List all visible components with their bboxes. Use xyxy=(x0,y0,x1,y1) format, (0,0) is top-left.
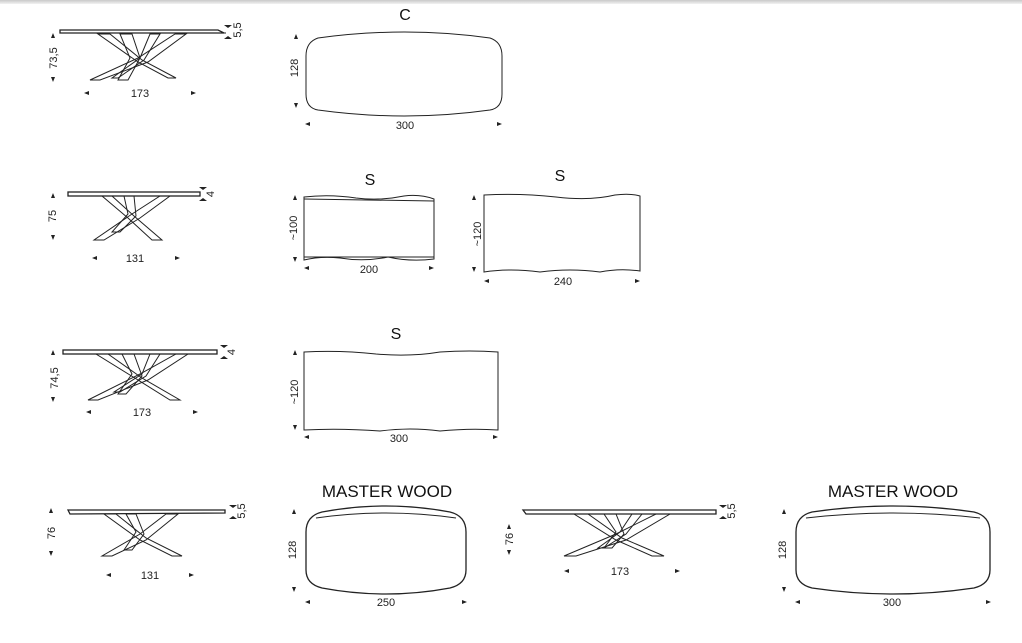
row3-top-length-label: 300 xyxy=(390,433,408,445)
row4-base-label-2: 173 xyxy=(611,566,629,578)
row2-top2-width-label: ~120 xyxy=(472,222,484,247)
row3-top-width-label: ~120 xyxy=(289,380,301,405)
row2-thickness-label: 4 xyxy=(205,191,217,197)
row4-top-view-2: 128 300 xyxy=(777,505,991,609)
row4-top2-length-label: 300 xyxy=(883,597,901,609)
row4-shape-label-1: MASTER WOOD xyxy=(322,482,452,501)
row3-shape-label: S xyxy=(391,326,402,343)
top-gradient-bar xyxy=(0,0,1022,4)
row1-top-width-label: 128 xyxy=(289,59,301,77)
row2-top2-length-label: 240 xyxy=(554,276,572,288)
row1-top-view: 128 300 xyxy=(289,31,503,132)
row4-thickness-label-2: 5,5 xyxy=(726,503,738,518)
row3-side-view: 74,5 4 173 xyxy=(49,345,238,419)
row2-top1-length-label: 200 xyxy=(360,264,378,276)
row4-base-label-1: 131 xyxy=(141,570,159,582)
row4-top2-width-label: 128 xyxy=(777,541,789,559)
row2-height-label: 75 xyxy=(47,210,59,222)
row4-side-view-1: 76 5,5 131 xyxy=(46,503,248,582)
row1-shape-label: C xyxy=(399,7,411,24)
row1-side-view: 73,5 5,5 173 xyxy=(48,22,244,100)
row2-top1-width-label: ~100 xyxy=(288,216,300,241)
row4-top1-width-label: 128 xyxy=(287,541,299,559)
row2-top-view-1: ~100 200 xyxy=(288,194,435,276)
row3-thickness-label: 4 xyxy=(226,349,238,355)
row2-side-view: 75 4 131 xyxy=(47,187,217,265)
row3-base-label: 173 xyxy=(133,407,151,419)
row2-base-label: 131 xyxy=(126,253,144,265)
row1-thickness-label: 5,5 xyxy=(232,22,244,37)
row3-height-label: 74,5 xyxy=(49,367,61,388)
row4-top-view-1: 128 250 xyxy=(287,505,467,609)
row2-shape-label-2: S xyxy=(555,168,566,185)
row4-shape-label-2: MASTER WOOD xyxy=(828,482,958,501)
row4-height-label-1: 76 xyxy=(46,527,58,539)
row4-height-label-2: 76 xyxy=(504,533,516,545)
row4-thickness-label-1: 5,5 xyxy=(236,503,248,518)
row1-base-label: 173 xyxy=(131,88,149,100)
row1-height-label: 73,5 xyxy=(48,47,60,68)
row4-top1-length-label: 250 xyxy=(377,597,395,609)
row2-top-view-2: ~120 240 xyxy=(472,193,641,288)
row4-side-view-2: 76 5,5 173 xyxy=(504,503,738,578)
row2-shape-label-1: S xyxy=(365,172,376,189)
row1-top-length-label: 300 xyxy=(396,120,414,132)
row3-top-view: ~120 300 xyxy=(289,350,499,445)
